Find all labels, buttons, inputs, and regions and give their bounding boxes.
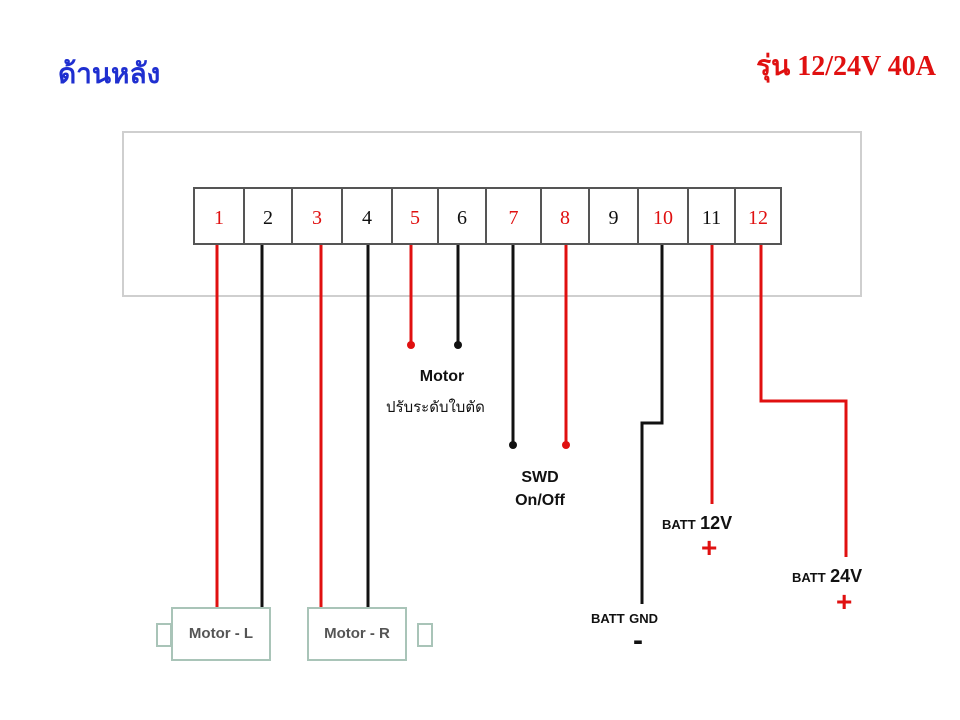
batt-gnd-label: BATT GND — [591, 610, 658, 628]
terminal-1: 1 — [193, 187, 245, 245]
motor-right: Motor - R — [307, 607, 407, 661]
motor-right-tab — [417, 623, 433, 647]
batt-12v-label: BATT 12V — [662, 513, 732, 534]
batt-gnd-prefix: BATT — [591, 611, 625, 626]
swd-title: SWD — [521, 469, 559, 486]
model-label: รุ่น 12/24V 40A — [756, 51, 936, 82]
wire-8-end — [562, 441, 570, 449]
page-title: ด้านหลัง — [58, 57, 161, 90]
terminal-10: 10 — [637, 187, 689, 245]
terminal-11: 11 — [687, 187, 736, 245]
terminal-2: 2 — [243, 187, 293, 245]
wire-12 — [759, 245, 848, 557]
batt-12v-plus: + — [701, 532, 718, 563]
terminal-6: 6 — [437, 187, 487, 245]
batt-24v-prefix: BATT — [792, 570, 826, 585]
batt-12v-prefix: BATT — [662, 517, 696, 532]
motor-left-tab — [156, 623, 172, 647]
wire-5-end — [407, 341, 415, 349]
terminal-5: 5 — [391, 187, 439, 245]
swd-sub: On/Off — [515, 492, 565, 509]
controller-board — [122, 131, 862, 297]
batt-gnd-minus: - — [633, 624, 643, 657]
wire-7-end — [509, 441, 517, 449]
terminal-9: 9 — [588, 187, 639, 245]
batt-gnd-value: GND — [629, 611, 659, 626]
motor-left: Motor - L — [171, 607, 271, 661]
motor-adjust-title: Motor — [419, 368, 465, 385]
terminal-12: 12 — [734, 187, 782, 245]
batt-24v-label: BATT 24V — [792, 566, 862, 587]
wire-10 — [640, 245, 664, 604]
batt-24v-plus: + — [836, 586, 853, 617]
wire-6-end — [454, 341, 462, 349]
motor-adjust-sub: ปรับระดับใบตัด — [386, 398, 485, 416]
batt-24v-value: 24V — [830, 566, 863, 586]
batt-12v-value: 12V — [700, 513, 733, 533]
